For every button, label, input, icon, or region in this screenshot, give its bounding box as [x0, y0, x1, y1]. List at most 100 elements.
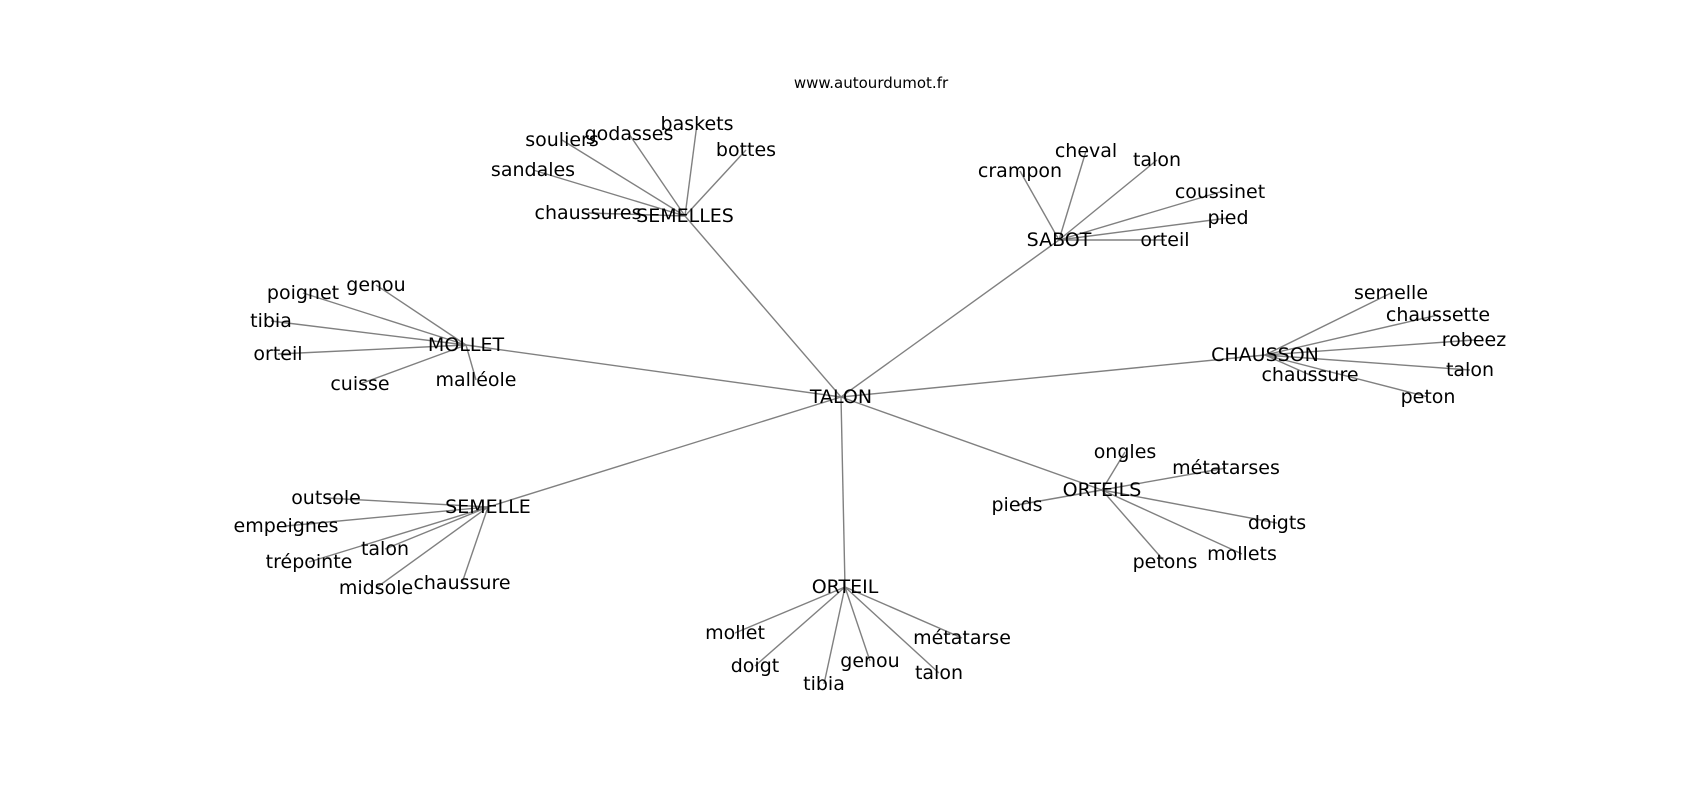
node-leaf-orteils-petons: petons — [1133, 551, 1198, 573]
node-leaf-chausson-peton: peton — [1401, 386, 1456, 408]
edge-talon-orteils — [840, 396, 1103, 491]
edge-mollet-orteil — [277, 344, 467, 355]
node-leaf-orteils-mollets: mollets — [1207, 543, 1277, 565]
edge-sabot-talon — [1058, 159, 1158, 241]
edge-talon-sabot — [840, 239, 1060, 398]
node-leaf-semelle-empeignes: empeignes — [234, 515, 339, 537]
edge-semelle-outsole — [325, 497, 489, 508]
node-leaf-semelle-talon: talon — [361, 538, 409, 560]
node-leaf-orteil-mollet: mollet — [705, 622, 765, 644]
edge-semelle-empeignes — [285, 506, 489, 527]
edge-talon-semelles — [684, 215, 842, 398]
node-leaf-mollet-orteil: orteil — [253, 343, 302, 365]
node-leaf-chausson-talon: talon — [1446, 359, 1494, 381]
node-leaf-orteils-metatarses: métatarses — [1172, 457, 1280, 479]
node-hub-sabot: SABOT — [1027, 229, 1092, 251]
edge-orteils-pieds — [1016, 489, 1103, 506]
edge-semelles-sandales — [532, 169, 686, 217]
edge-talon-mollet — [465, 344, 842, 398]
node-leaf-orteils-ongles: ongles — [1094, 441, 1157, 463]
edge-talon-chausson — [840, 354, 1266, 398]
edge-mollet-tibia — [270, 320, 467, 346]
node-leaf-semelle-outsole: outsole — [291, 487, 361, 509]
edge-orteil-mollet — [734, 586, 846, 634]
edge-semelle-chaussure — [461, 506, 489, 584]
node-leaf-semelle-trepointe: trépointe — [266, 551, 353, 573]
node-leaf-orteil-genou: genou — [840, 650, 899, 672]
node-center-talon: TALON — [809, 386, 872, 408]
node-leaf-sabot-coussinet: coussinet — [1175, 181, 1265, 203]
node-leaf-chausson-chaussette: chaussette — [1386, 304, 1490, 326]
edge-sabot-coussinet — [1058, 191, 1221, 241]
edge-semelle-talon — [384, 506, 489, 550]
node-leaf-orteils-pieds: pieds — [992, 494, 1043, 516]
edge-semelles-baskets — [684, 123, 698, 217]
edge-semelles-souliers — [561, 139, 686, 217]
node-leaf-mollet-tibia: tibia — [250, 310, 292, 332]
edge-orteils-metatarses — [1101, 467, 1227, 491]
node-leaf-chausson-chaussure: chaussure — [1261, 364, 1358, 386]
node-leaf-orteil-metatarse: métatarse — [913, 627, 1011, 649]
edge-mollet-genou — [375, 284, 467, 346]
node-leaf-semelles-souliers: souliers — [525, 129, 599, 151]
node-leaf-semelles-godasses: godasses — [585, 123, 674, 145]
node-leaf-mollet-genou: genou — [346, 274, 405, 296]
edge-chausson-talon — [1264, 354, 1471, 371]
edge-orteils-doigts — [1101, 489, 1278, 524]
edge-sabot-crampon — [1019, 170, 1060, 241]
edge-chausson-peton — [1264, 354, 1429, 398]
edge-mollet-poignet — [302, 292, 467, 346]
edge-sabot-pied — [1058, 217, 1229, 241]
node-leaf-orteils-doigts: doigts — [1248, 512, 1306, 534]
node-leaf-sabot-talon: talon — [1133, 149, 1181, 171]
edge-orteils-mollets — [1101, 489, 1243, 555]
edge-orteil-talon — [844, 586, 940, 674]
edge-semelles-godasses — [628, 133, 686, 217]
edge-chausson-semelle — [1264, 292, 1392, 356]
edge-orteil-tibia — [823, 586, 846, 685]
node-leaf-semelles-sandales: sandales — [491, 159, 575, 181]
edge-orteil-doigt — [754, 586, 846, 667]
node-leaf-mollet-cuisse: cuisse — [330, 373, 389, 395]
edge-orteils-petons — [1101, 489, 1166, 563]
node-hub-semelle: SEMELLE — [445, 496, 531, 518]
node-leaf-orteil-talon: talon — [915, 662, 963, 684]
node-leaf-semelles-baskets: baskets — [661, 113, 734, 135]
node-hub-mollet: MOLLET — [428, 334, 505, 356]
node-leaf-semelle-chaussure: chaussure — [413, 572, 510, 594]
source-url: www.autourdumot.fr — [794, 74, 949, 92]
node-leaf-sabot-cheval: cheval — [1055, 140, 1117, 162]
node-leaf-mollet-poignet: poignet — [267, 282, 339, 304]
node-leaf-orteil-doigt: doigt — [731, 655, 779, 677]
node-hub-chausson: CHAUSSON — [1211, 344, 1319, 366]
edge-mollet-malleole — [465, 344, 477, 381]
edge-chausson-chaussette — [1264, 314, 1439, 356]
edge-mollet-cuisse — [359, 344, 467, 385]
edge-semelle-midsole — [375, 506, 489, 589]
edge-semelles-bottes — [684, 149, 747, 217]
edge-talon-orteil — [840, 396, 846, 588]
node-hub-semelles: SEMELLES — [636, 205, 734, 227]
node-leaf-semelle-midsole: midsole — [339, 577, 413, 599]
edge-orteil-metatarse — [844, 586, 963, 639]
edge-orteils-ongles — [1101, 451, 1126, 491]
edges-layer — [270, 123, 1475, 685]
node-leaf-sabot-orteil: orteil — [1140, 229, 1189, 251]
node-leaf-mollet-malleole: malléole — [436, 369, 517, 391]
edge-semelle-trepointe — [308, 506, 489, 563]
node-leaf-semelles-bottes: bottes — [716, 139, 776, 161]
edge-talon-semelle — [487, 396, 842, 508]
edge-chausson-chaussure — [1264, 354, 1311, 376]
edge-chausson-robeez — [1264, 339, 1475, 356]
edge-orteil-genou — [844, 586, 871, 662]
node-hub-orteil: ORTEIL — [812, 576, 879, 598]
node-hub-orteils: ORTEILS — [1063, 479, 1142, 501]
node-leaf-orteil-tibia: tibia — [803, 673, 845, 695]
node-leaf-chausson-robeez: robeez — [1442, 329, 1506, 351]
edge-semelles-chaussures — [587, 212, 686, 217]
node-leaf-chausson-semelle: semelle — [1354, 282, 1428, 304]
node-leaf-sabot-pied: pied — [1207, 207, 1248, 229]
